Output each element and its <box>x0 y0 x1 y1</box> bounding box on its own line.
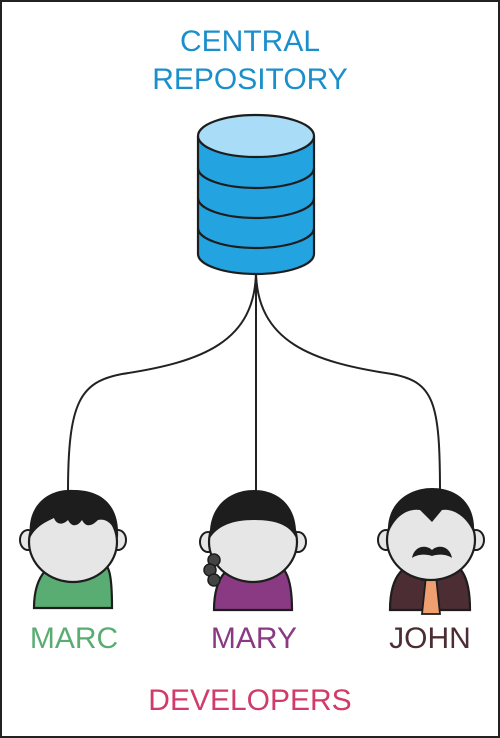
marc-hair <box>29 489 119 538</box>
developer-name-john: JOHN <box>389 622 471 655</box>
database-icon <box>196 113 316 276</box>
repository-title-line1: CENTRAL <box>179 25 321 58</box>
developer-name-marc: MARC <box>29 622 119 655</box>
developer-john-avatar <box>377 488 485 615</box>
repository-title-line2: REPOSITORY <box>152 63 348 96</box>
mary-braid <box>203 553 221 587</box>
developers-label: DEVELOPERS <box>148 684 352 717</box>
john-hair <box>387 488 475 534</box>
connection-marc <box>67 269 257 493</box>
developer-mary-avatar <box>199 490 307 612</box>
connection-john <box>255 269 441 493</box>
connection-lines <box>67 269 441 493</box>
developer-name-mary: MARY <box>210 622 298 655</box>
mary-hair <box>209 490 297 538</box>
john-mustache <box>412 546 452 558</box>
developer-marc-avatar <box>19 489 127 610</box>
john-tie <box>421 575 441 615</box>
